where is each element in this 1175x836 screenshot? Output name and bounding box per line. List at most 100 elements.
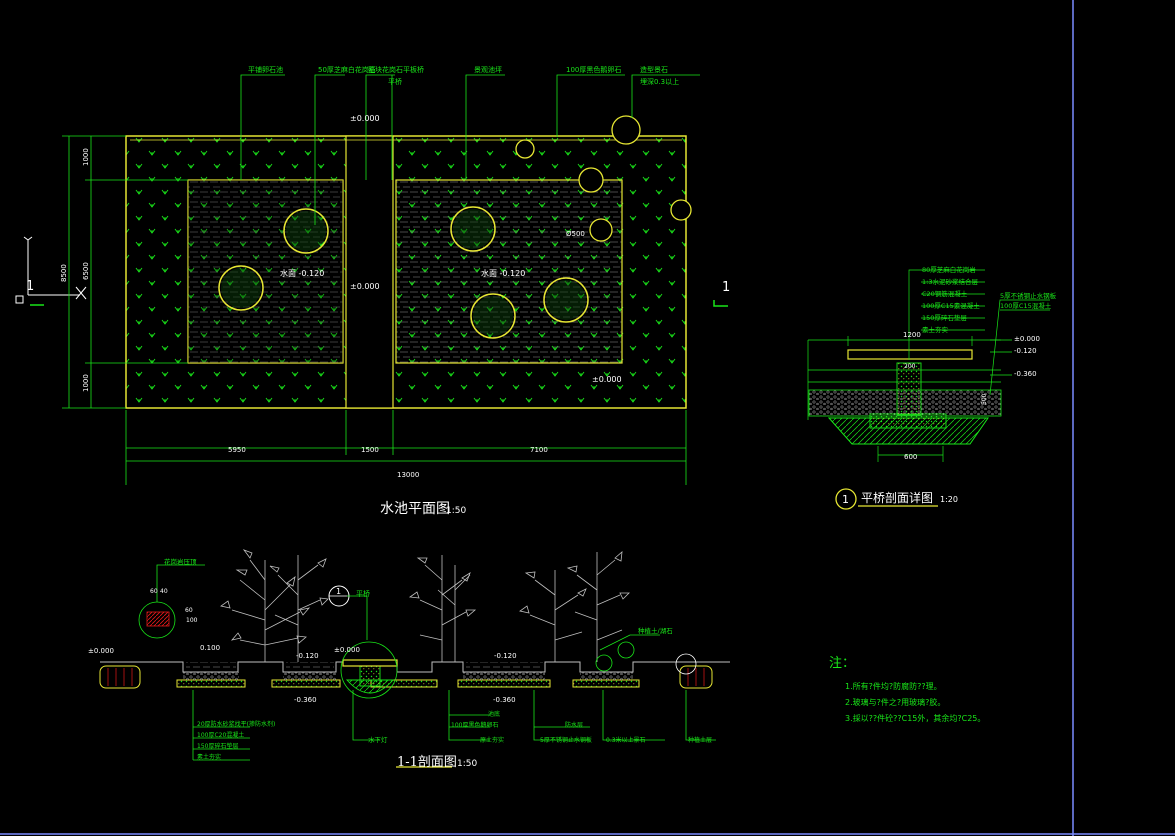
- section-elevation: ±0.000: [334, 646, 360, 654]
- detail-dim: 600: [904, 453, 917, 461]
- plan-dim: 8500: [60, 264, 68, 282]
- detail-layer: 80厚芝麻白花岗岩: [922, 265, 976, 274]
- detail-right-layer: 5厚不锈钢止水钢板: [1000, 291, 1057, 300]
- detail-number-circle: [835, 488, 857, 510]
- plan-title: 水池平面图: [380, 501, 450, 517]
- section-dim: 60: [150, 588, 158, 595]
- plan-callout: 50厚芝麻白花岗石: [318, 65, 376, 74]
- boulder: [515, 139, 535, 159]
- section-bottom-label: 100厚C20混凝土: [197, 731, 244, 739]
- detail-dim: 1200: [903, 331, 921, 339]
- detail-scale: 1:20: [940, 495, 958, 504]
- section-marker-number: 1: [336, 587, 341, 596]
- section-elevation: -0.360: [493, 696, 516, 704]
- plan-elevation: ±0.000: [350, 114, 380, 123]
- section-dim: 40: [160, 588, 168, 595]
- section-bottom-label: 水下灯: [368, 735, 388, 744]
- plan-elevation: 水面 -0.120: [280, 268, 324, 278]
- section-1-1: [99, 549, 730, 768]
- pond-plan: [30, 74, 728, 485]
- plan-elevation: ±0.000: [592, 375, 622, 384]
- section-elevation: -0.120: [494, 652, 517, 660]
- plan-boulder-dim: Ø500: [566, 230, 585, 238]
- detail-right-layer: 100厚C15混凝土: [1000, 301, 1052, 310]
- section-bottom-label: 150厚碎石垫层: [197, 742, 238, 750]
- section-plant: [220, 549, 329, 662]
- plan-dim: 7100: [530, 446, 548, 454]
- section-ground-line: [100, 661, 730, 673]
- section-bottom-label: 池底: [488, 710, 500, 718]
- section-bottom-label: 素土夯实: [197, 753, 221, 761]
- plan-callout: 整块花岗石平板桥: [368, 65, 424, 74]
- section-right-label: 种植土/湖石: [638, 626, 673, 635]
- bridge-detail: [807, 269, 1050, 510]
- detail-dim: 200: [904, 363, 916, 370]
- section-dim: 60: [185, 607, 193, 614]
- plan-section-marker: 1: [26, 279, 34, 294]
- section-bottom-label: 原土夯实: [480, 736, 504, 744]
- plan-callout: 景观池坪: [474, 65, 502, 74]
- plan-dim: 1000: [82, 148, 90, 166]
- plan-bridge-strip: [345, 135, 394, 409]
- plan-dim: 5950: [228, 446, 246, 454]
- boulder: [611, 115, 641, 145]
- plan-dim: 1500: [361, 446, 379, 454]
- plan-scale: 1:50: [446, 506, 466, 516]
- plan-callout: 埋深0.3以上: [640, 77, 679, 86]
- footing: [176, 679, 246, 688]
- section-bottom-label: 0.3米以上景石: [606, 736, 646, 744]
- section-plant: [519, 551, 630, 662]
- footing: [572, 679, 640, 688]
- section-bottom-label: 5厚不锈钢止水钢板: [540, 736, 592, 744]
- plan-callout: 平桥: [388, 77, 402, 86]
- notes-heading: 注：: [829, 656, 855, 671]
- detail-pier: [896, 362, 922, 416]
- section-bridge-label: 平桥: [356, 589, 370, 598]
- detail-elevation: -0.120: [1014, 347, 1037, 355]
- pond-right: [395, 179, 623, 364]
- detail-dim: 500: [981, 393, 988, 405]
- pond-left-mask: [188, 180, 343, 363]
- section-bridge-slab: [342, 659, 398, 667]
- section-elevation: -0.360: [294, 696, 317, 704]
- plan-dim: 13000: [397, 471, 419, 479]
- boulder: [589, 218, 613, 242]
- plan-dim: 1000: [82, 374, 90, 392]
- section-bottom-label: 防水层: [565, 721, 583, 729]
- detail-layer: C20钢筋混凝土: [922, 289, 968, 298]
- notes-item: 2.玻璃与?件之?用玻璃?胶。: [845, 697, 945, 707]
- ucs-icon: [15, 236, 87, 304]
- boulder: [578, 167, 604, 193]
- boulder: [670, 199, 692, 221]
- plan-callout: 100厚黑色鹅卵石: [566, 65, 621, 74]
- section-elevation: -0.120: [296, 652, 319, 660]
- detail-footing: [869, 413, 947, 429]
- detail-layer: 素土夯实: [922, 325, 949, 334]
- detail-elevation: ±0.000: [1014, 335, 1040, 343]
- detail-slab: [847, 349, 973, 360]
- footing: [457, 679, 551, 688]
- pond-left: [187, 179, 344, 364]
- plan-elevation: ±0.000: [350, 282, 380, 291]
- section-bottom-label: 20厚防水砂浆找平(掺防水剂): [197, 720, 275, 728]
- detail-layer: 100厚C15素混凝土: [922, 301, 980, 310]
- plan-dim: 6500: [82, 262, 90, 280]
- section-bottom-label: 100厚黑色鹅卵石: [451, 721, 498, 729]
- section-top-label: 花岗岩压顶: [164, 557, 197, 566]
- plan-callout: 平铺卵石池: [248, 65, 283, 74]
- detail-title: 平桥剖面详图: [861, 490, 933, 505]
- notes-item: 3.採以??件砼??C15外，其余均?C25。: [845, 713, 985, 723]
- plan-elevation: 水面 -0.120: [481, 268, 525, 278]
- notes-item: 1.所有?件均?防腐防??理。: [845, 681, 942, 691]
- section-elevation: ±0.000: [88, 647, 114, 655]
- plan-section-marker: 1: [722, 280, 730, 295]
- section-scale: 1:50: [457, 759, 477, 769]
- section-elevation: 0.100: [200, 644, 220, 652]
- footing: [271, 679, 341, 688]
- section-bridge-pier: [346, 679, 394, 694]
- section-dim: 100: [186, 617, 198, 624]
- plan-callout: 造型景石: [640, 65, 668, 74]
- detail-number: 1: [842, 493, 849, 506]
- detail-elevation: -0.360: [1014, 370, 1037, 378]
